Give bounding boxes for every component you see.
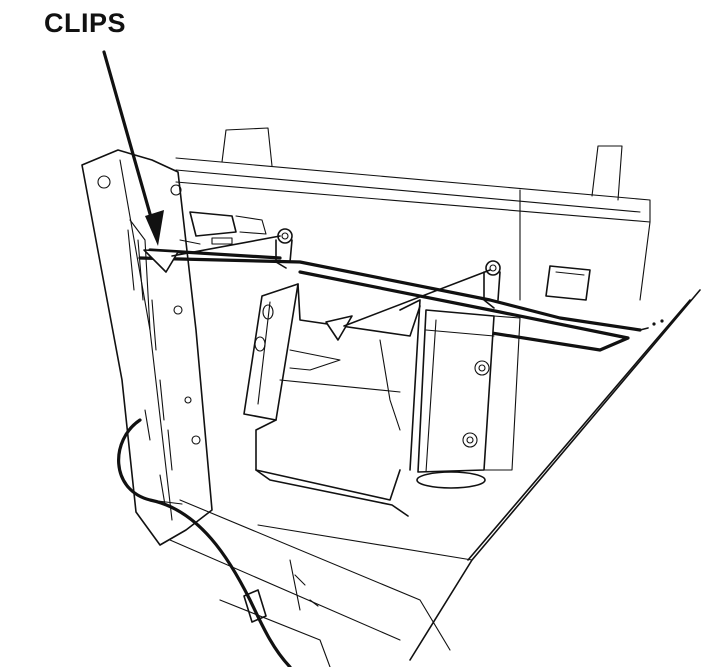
lower-structure <box>169 499 451 667</box>
upper-frame <box>175 127 651 301</box>
hanging-cable <box>117 418 292 667</box>
triangle-marker-2 <box>325 269 491 341</box>
clips-callout-label: CLIPS <box>44 8 127 38</box>
clip-2 <box>483 260 501 309</box>
door-edge <box>257 289 701 661</box>
bolt-2 <box>462 432 478 448</box>
right-bracket <box>545 265 591 301</box>
center-box <box>255 299 421 517</box>
bolt-1 <box>474 360 490 376</box>
clip-1 <box>275 228 293 269</box>
pointer-arrows <box>102 50 491 341</box>
triangle-marker-1 <box>143 235 281 273</box>
upper-bracket <box>179 211 267 245</box>
left-pillar <box>81 149 213 546</box>
clips-leader-arrow <box>102 50 164 246</box>
left-module <box>243 283 421 421</box>
right-module <box>416 309 521 489</box>
